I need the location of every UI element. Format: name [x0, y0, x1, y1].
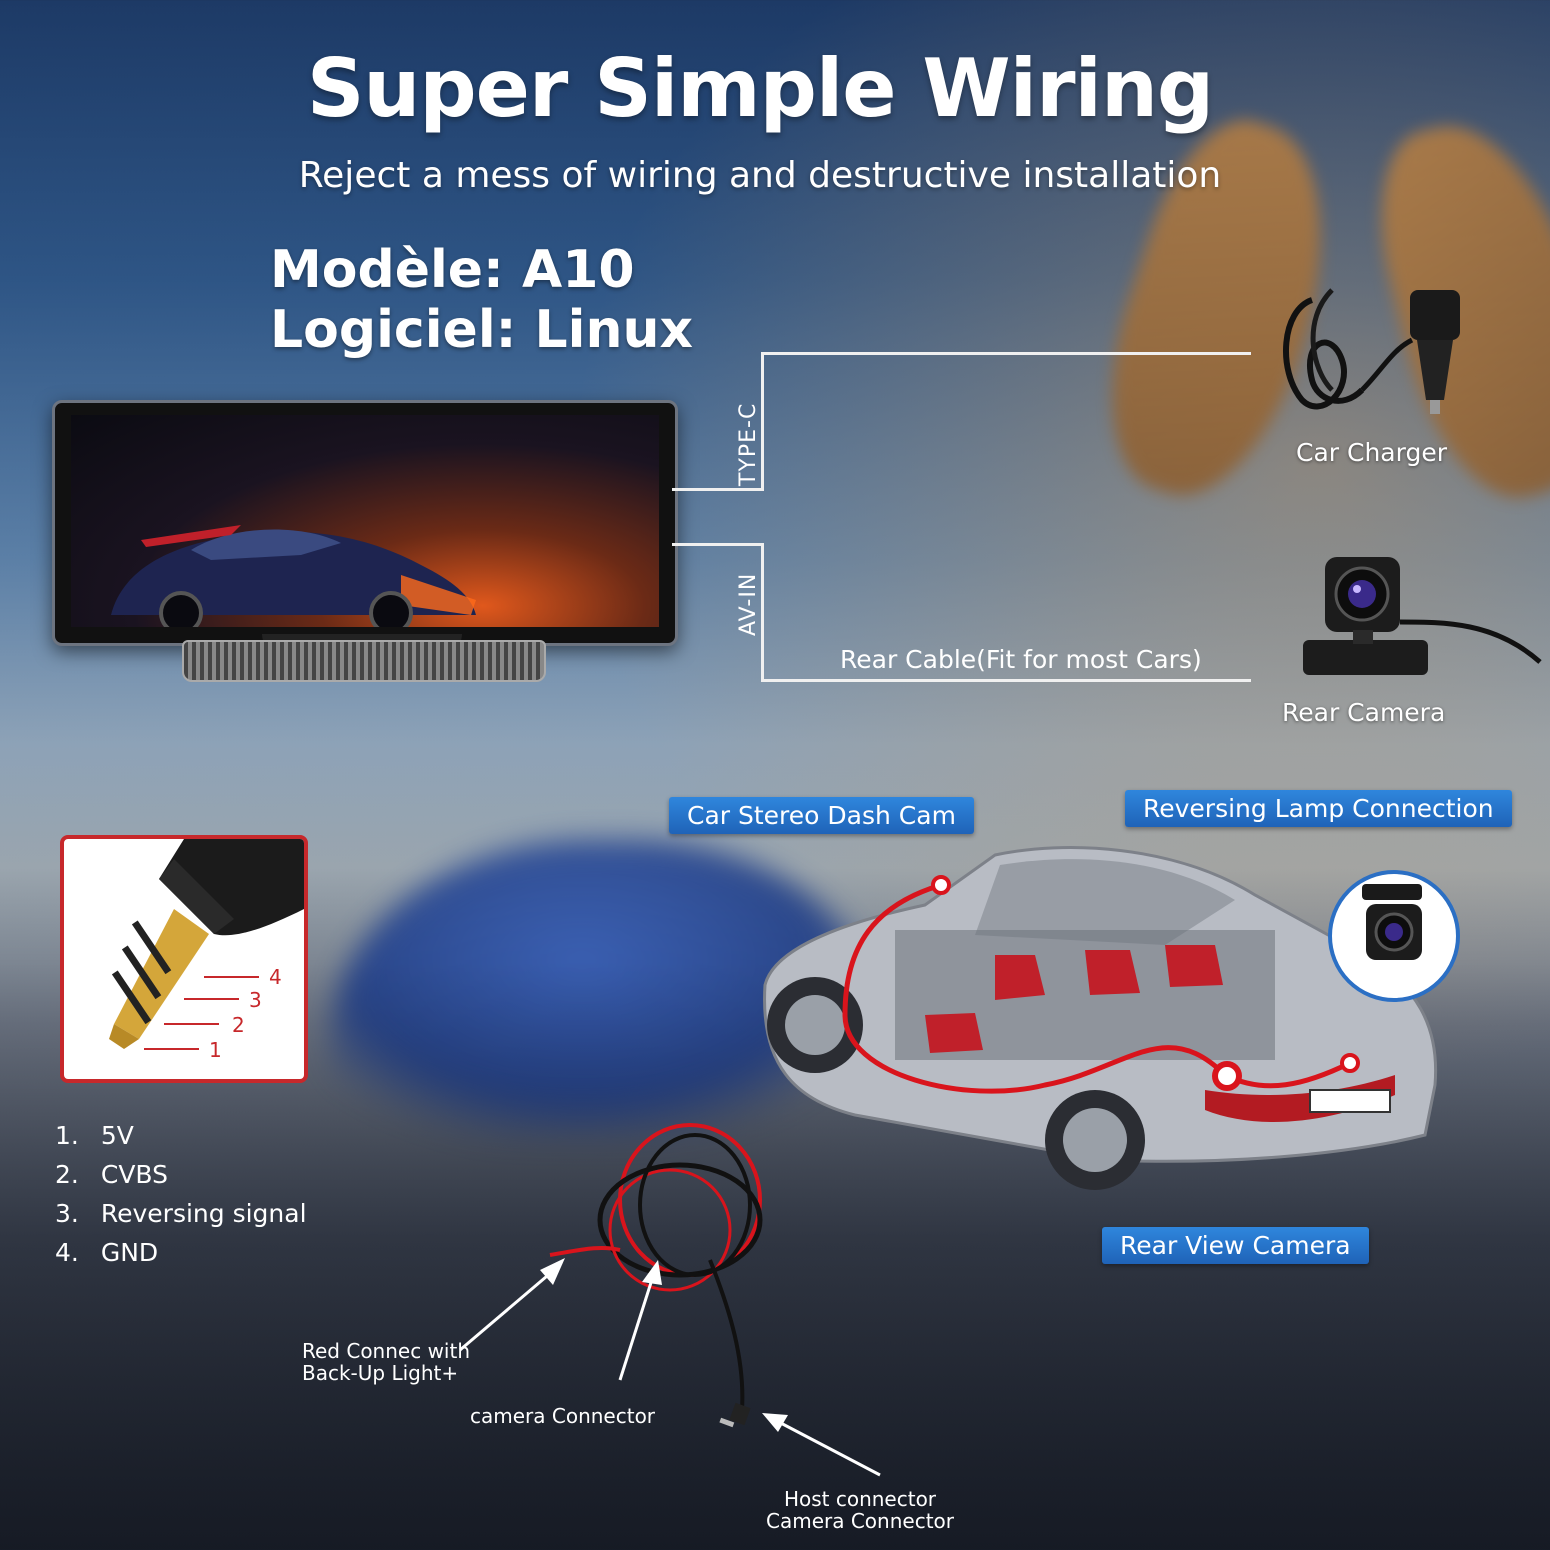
pin-item: 3.Reversing signal — [55, 1199, 307, 1228]
badge-reversing-lamp: Reversing Lamp Connection — [1125, 790, 1512, 827]
host-connector-label: Host connector Camera Connector — [766, 1487, 954, 1533]
pin-item: 4.GND — [55, 1238, 159, 1267]
head-unit-device — [52, 400, 678, 646]
device-screen — [71, 415, 659, 627]
badge-dash-cam: Car Stereo Dash Cam — [669, 797, 974, 834]
wire-line — [672, 488, 764, 491]
sports-car-image — [111, 525, 476, 627]
port-label-av-in: AV-IN — [736, 572, 761, 636]
rca-cable-bundle-image — [520, 1110, 800, 1444]
pointer-arrows — [459, 1258, 881, 1477]
car-charger-icon — [1272, 280, 1472, 424]
cutaway-car-illustration — [745, 835, 1445, 1215]
rear-cable-label: Rear Cable(Fit for most Cars) — [840, 645, 1202, 674]
software-name: Logiciel: Linux — [270, 300, 694, 360]
wire-line — [672, 543, 764, 546]
av-jack-pinout-panel: 4 3 2 1 — [60, 835, 308, 1083]
wire-line — [761, 352, 1251, 355]
rear-view-camera-thumbnail — [1328, 870, 1460, 1002]
page-title: Super Simple Wiring — [306, 42, 1214, 135]
jack-pin-number: 4 — [269, 965, 282, 989]
jack-pin-number: 1 — [209, 1038, 222, 1062]
jack-pin-number: 2 — [232, 1013, 245, 1037]
car-charger-label: Car Charger — [1296, 438, 1447, 467]
rear-camera-icon — [1295, 552, 1545, 686]
camera-connector-label: camera Connector — [470, 1404, 656, 1428]
wire-line — [761, 352, 764, 491]
port-label-type-c: TYPE-C — [736, 402, 761, 486]
model-name: Modèle: A10 — [270, 240, 635, 300]
model-info: Modèle: A10 Logiciel: Linux — [270, 240, 693, 360]
wire-line — [761, 679, 1251, 682]
badge-rear-view-camera: Rear View Camera — [1102, 1227, 1369, 1264]
red-connector-label: Red Connec with Back-Up Light+ — [302, 1339, 470, 1385]
rear-camera-label: Rear Camera — [1282, 698, 1446, 727]
av-jack-plug-image — [109, 839, 304, 1050]
wire-line — [761, 543, 764, 682]
jack-pin-number: 3 — [249, 988, 262, 1012]
pin-item: 2.CVBS — [55, 1160, 168, 1189]
page-subtitle: Reject a mess of wiring and destructive … — [298, 155, 1222, 196]
device-stand — [182, 640, 546, 682]
pin-list: 1.5V 2.CVBS 3.Reversing signal 4.GND — [55, 1118, 307, 1274]
pin-item: 1.5V — [55, 1121, 134, 1150]
